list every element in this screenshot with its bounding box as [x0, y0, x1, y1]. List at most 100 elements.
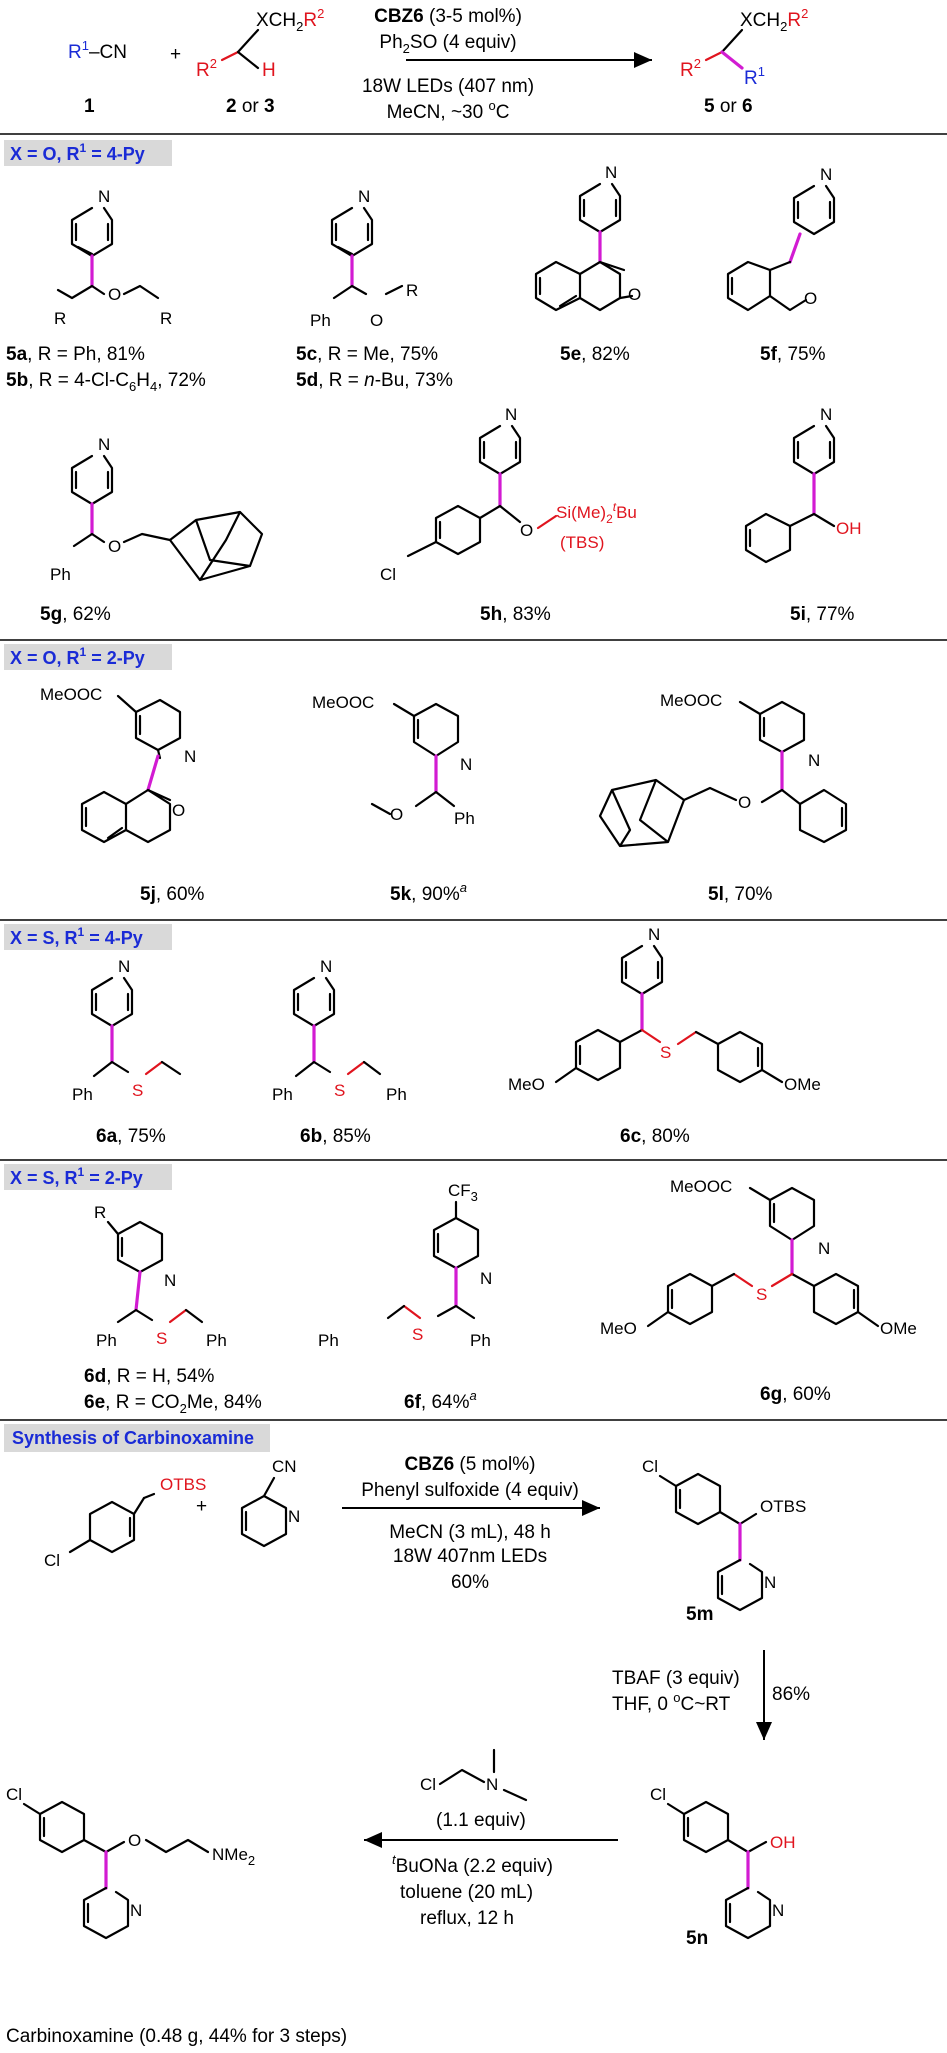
svg-text:OTBS: OTBS: [760, 1497, 806, 1516]
svg-text:S: S: [756, 1285, 767, 1304]
label-6d: 6d, R = H, 54%: [84, 1366, 215, 1387]
compound-carbinoxamine: Cl O NMe2 N: [6, 1785, 255, 1940]
svg-text:(TBS): (TBS): [560, 533, 604, 552]
section-x-o-2py: X = O, R1 = 2-Py MeOOC N O 5j, 60% MeOOC…: [4, 644, 848, 905]
svg-text:MeOOC: MeOOC: [660, 691, 722, 710]
svg-text:O: O: [108, 285, 121, 304]
svg-text:N: N: [460, 755, 472, 774]
svg-text:CBZ6 (5 mol%): CBZ6 (5 mol%): [405, 1454, 536, 1475]
svg-text:MeOOC: MeOOC: [40, 685, 102, 704]
label-5n: 5n: [686, 1928, 708, 1949]
label-6a: 6a, 75%: [96, 1126, 166, 1147]
label-5i: 5i, 77%: [790, 604, 855, 625]
svg-text:MeOOC: MeOOC: [312, 693, 374, 712]
cond-light: 18W LEDs (407 nm): [362, 76, 534, 97]
svg-text:OMe: OMe: [880, 1319, 917, 1338]
label-5l: 5l, 70%: [708, 884, 773, 905]
svg-text:N: N: [358, 187, 370, 206]
svg-text:Ph: Ph: [386, 1085, 407, 1104]
reactant-2-r2: R2: [196, 56, 217, 81]
synthesis-header: Synthesis of Carbinoxamine: [12, 1428, 254, 1448]
svg-text:Ph: Ph: [310, 311, 331, 330]
compound-5h: N Cl O Si(Me)2tBu (TBS) 5h, 83%: [380, 405, 637, 625]
svg-text:Ph: Ph: [50, 565, 71, 584]
section-header: X = O, R1 = 4-Py: [10, 141, 145, 164]
compound-5f: N O 5f, 75%: [726, 165, 836, 365]
svg-text:Ph: Ph: [272, 1085, 293, 1104]
compound-5c-5d: N Ph O R 5c, R = Me, 75% 5d, R = n-Bu, 7…: [296, 187, 453, 391]
svg-text:THF, 0 oC~RT: THF, 0 oC~RT: [612, 1690, 731, 1715]
plus-sign: +: [170, 44, 181, 65]
label-5e: 5e, 82%: [560, 344, 630, 365]
svg-text:Ph: Ph: [72, 1085, 93, 1104]
label-6e: 6e, R = CO2Me, 84%: [84, 1392, 262, 1416]
starting-material-otbs: OTBS Cl +: [44, 1475, 207, 1570]
carbinoxamine-label: Carbinoxamine (0.48 g, 44% for 3 steps): [6, 2026, 347, 2047]
svg-text:Cl: Cl: [6, 1785, 22, 1804]
svg-text:O: O: [172, 801, 185, 820]
label-5f: 5f, 75%: [760, 344, 826, 365]
label-6c: 6c, 80%: [620, 1126, 690, 1147]
reagent-chloroethyl-dimethylamine: Cl N (1.1 equiv): [420, 1748, 528, 1831]
label-6f: 6f, 64%a: [404, 1388, 477, 1413]
svg-text:Cl: Cl: [380, 565, 396, 584]
cond-oxidant: Ph2SO (4 equiv): [379, 32, 516, 56]
svg-text:S: S: [132, 1081, 143, 1100]
svg-text:MeO: MeO: [600, 1319, 637, 1338]
svg-text:+: +: [196, 1496, 207, 1517]
svg-text:N: N: [818, 1239, 830, 1258]
cond-solvent: MeCN, ~30 oC: [387, 98, 510, 123]
svg-text:NMe2: NMe2: [212, 1845, 255, 1868]
svg-text:N: N: [648, 925, 660, 944]
svg-text:Ph: Ph: [470, 1331, 491, 1350]
svg-text:S: S: [334, 1081, 345, 1100]
label-5a: 5a, R = Ph, 81%: [6, 344, 145, 365]
label-5g: 5g, 62%: [40, 604, 111, 625]
svg-text:MeO: MeO: [508, 1075, 545, 1094]
svg-text:N: N: [764, 1573, 776, 1592]
general-scheme: R1–CN 1 + XCH2R2 R2 H 2 or 3 CBZ6 (3-5 m…: [68, 6, 808, 123]
svg-text:Ph: Ph: [318, 1331, 339, 1350]
label-6g: 6g, 60%: [760, 1384, 831, 1405]
cond-catalyst: CBZ6 (3-5 mol%): [374, 6, 522, 27]
label-5m: 5m: [686, 1604, 713, 1625]
reactant-1: R1–CN: [68, 38, 127, 63]
product-r2: R2: [680, 56, 701, 81]
svg-text:Ph: Ph: [454, 809, 475, 828]
svg-text:OH: OH: [770, 1833, 796, 1852]
svg-text:Ph: Ph: [206, 1331, 227, 1350]
svg-text:N: N: [98, 435, 110, 454]
section-x-s-4py: X = S, R1 = 4-Py N Ph S 6a, 75% N Ph S P…: [4, 924, 821, 1147]
compound-6a: N Ph S 6a, 75%: [72, 957, 182, 1147]
svg-text:Cl: Cl: [650, 1785, 666, 1804]
svg-text:MeCN (3 mL), 48 h: MeCN (3 mL), 48 h: [389, 1522, 551, 1543]
label-5c: 5c, R = Me, 75%: [296, 344, 438, 365]
svg-text:O: O: [520, 521, 533, 540]
compound-5j: MeOOC N O 5j, 60%: [40, 685, 205, 905]
section-x-o-4py: X = O, R1 = 4-Py N O R R 5a, R = Ph, 81%…: [4, 140, 862, 625]
svg-text:O: O: [108, 537, 121, 556]
svg-text:OMe: OMe: [784, 1075, 821, 1094]
svg-text:N: N: [772, 1901, 784, 1920]
svg-text:N: N: [118, 957, 130, 976]
svg-text:N: N: [820, 405, 832, 424]
svg-text:N: N: [288, 1507, 300, 1526]
svg-text:Cl: Cl: [642, 1457, 658, 1476]
svg-text:Cl: Cl: [44, 1551, 60, 1570]
svg-text:S: S: [156, 1329, 167, 1348]
svg-text:OTBS: OTBS: [160, 1475, 206, 1494]
label-5k: 5k, 90%a: [390, 880, 467, 905]
svg-text:N: N: [486, 1775, 498, 1794]
svg-text:(1.1 equiv): (1.1 equiv): [436, 1810, 526, 1831]
section-header: X = S, R1 = 2-Py: [10, 1165, 143, 1188]
svg-text:R: R: [160, 309, 172, 328]
svg-text:O: O: [370, 311, 383, 330]
svg-text:toluene (20 mL): toluene (20 mL): [400, 1882, 533, 1903]
svg-text:Phenyl sulfoxide (4 equiv): Phenyl sulfoxide (4 equiv): [361, 1480, 579, 1501]
label-6b: 6b, 85%: [300, 1126, 371, 1147]
label-5d: 5d, R = n-Bu, 73%: [296, 370, 453, 391]
svg-text:N: N: [820, 165, 832, 184]
svg-text:S: S: [412, 1325, 423, 1344]
label-5j: 5j, 60%: [140, 884, 205, 905]
svg-text:Si(Me)2tBu: Si(Me)2tBu: [556, 500, 637, 526]
